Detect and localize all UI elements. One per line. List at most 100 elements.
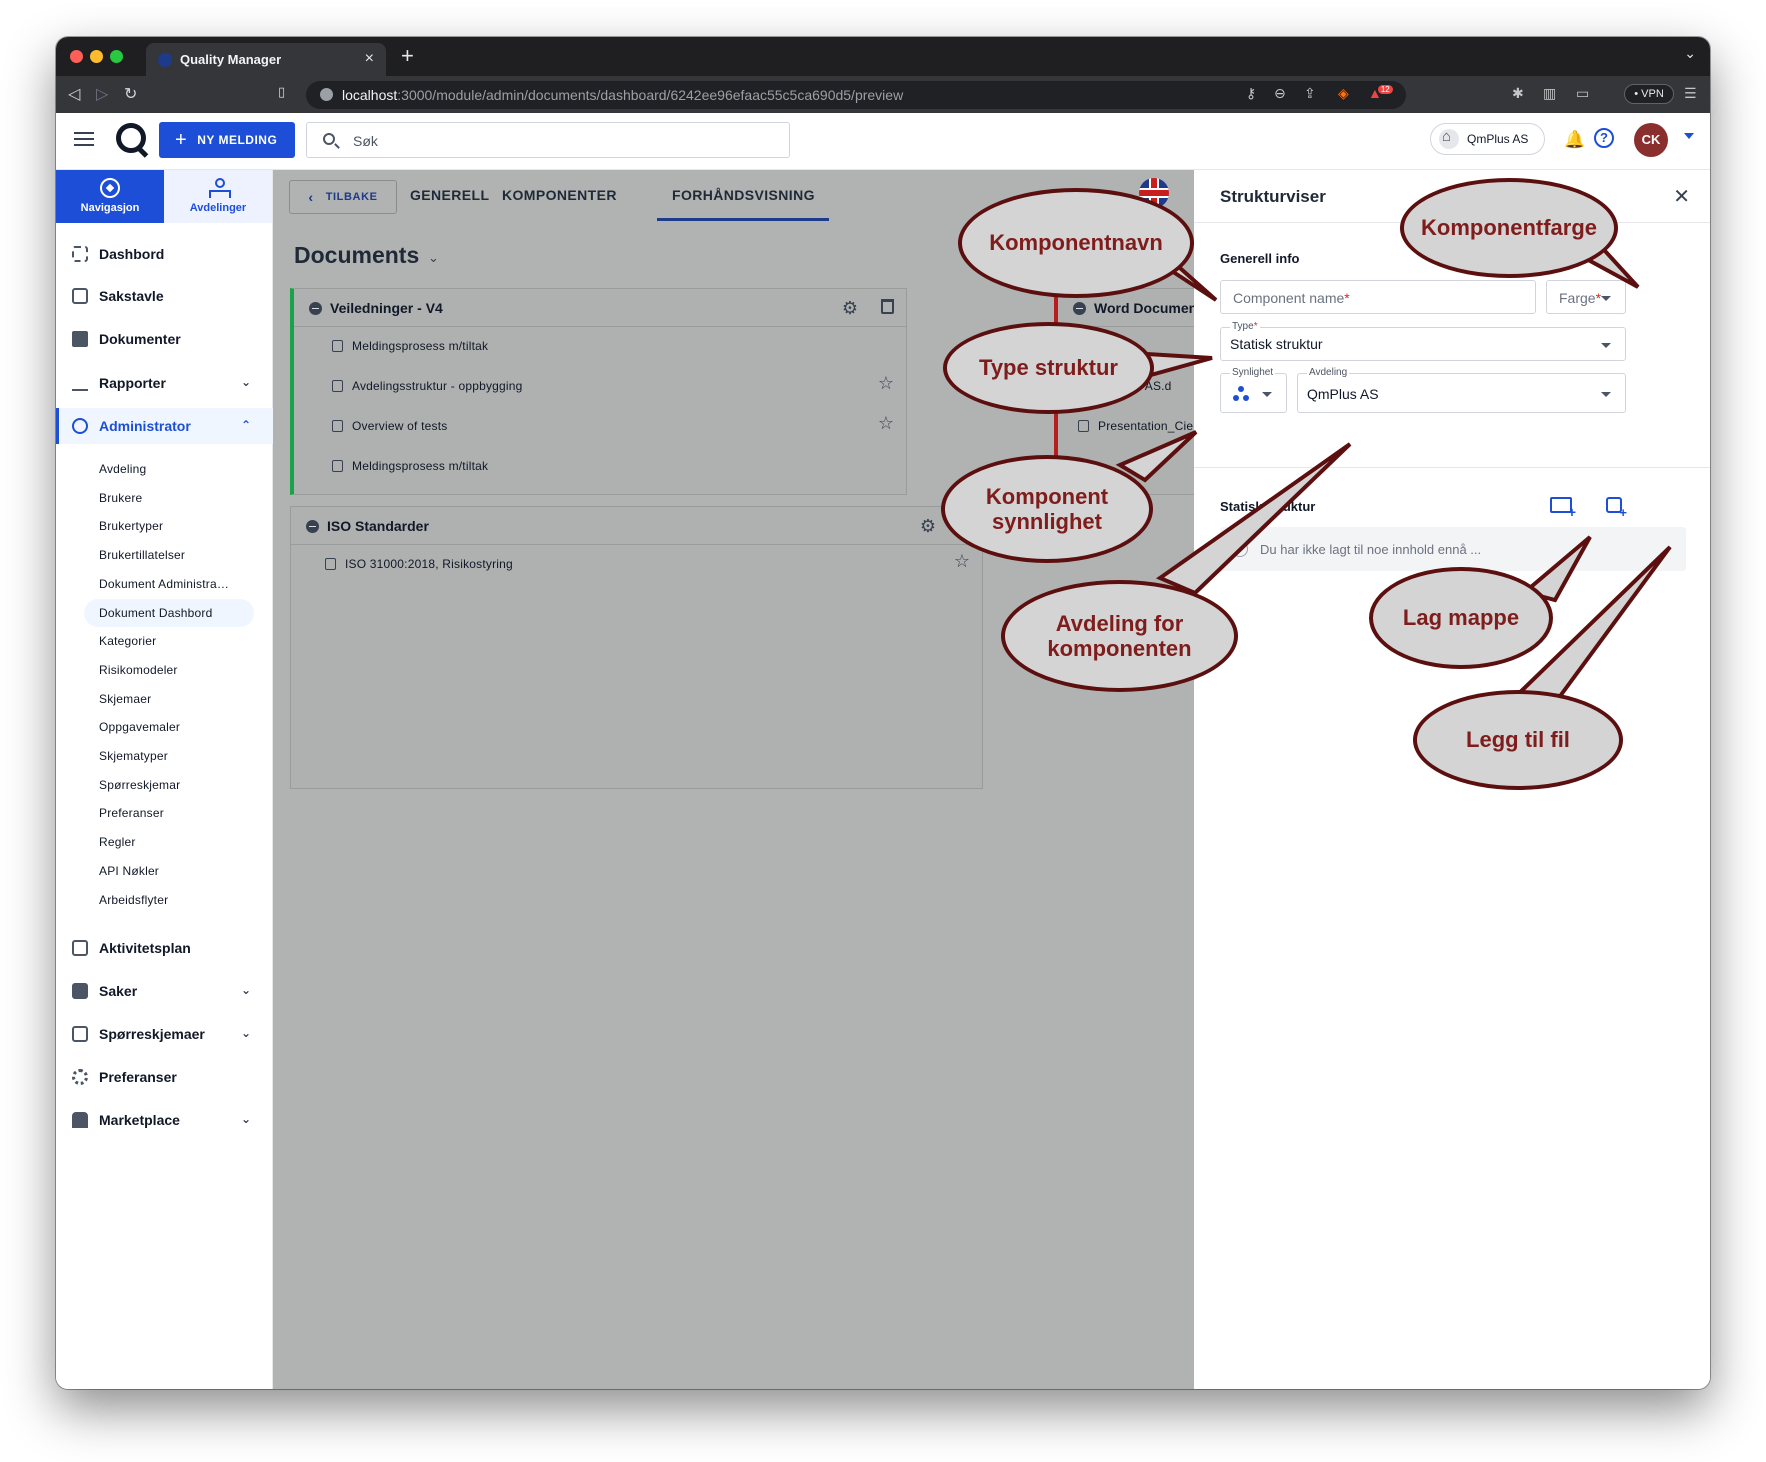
sidebar-subitem[interactable]: Brukertyper bbox=[99, 519, 164, 534]
sidebar-subitem[interactable]: Skjematyper bbox=[99, 749, 168, 763]
gear-icon[interactable]: ⚙ bbox=[841, 298, 858, 318]
list-item[interactable]: Meldingsprosess m/tiltak bbox=[332, 459, 488, 473]
chevron-down-icon[interactable]: ⌄ bbox=[428, 250, 439, 265]
collapse-icon[interactable] bbox=[309, 302, 322, 315]
search-input[interactable]: Søk bbox=[306, 122, 790, 158]
back-arrow-icon[interactable]: ◁ bbox=[68, 86, 81, 103]
sidebar-subitem[interactable]: Dokument Dashbord bbox=[84, 598, 254, 627]
sidebar-subitem[interactable]: Brukere bbox=[99, 490, 143, 505]
sidebar-item-saker[interactable]: Saker ⌄ bbox=[56, 973, 273, 1009]
bell-icon[interactable]: 🔔 bbox=[1564, 130, 1586, 149]
rewards-icon[interactable]: ▲12 bbox=[1368, 85, 1397, 101]
back-button[interactable]: ‹ TILBAKE bbox=[289, 180, 397, 214]
board-icon bbox=[72, 288, 88, 304]
sidebar: Navigasjon Avdelinger Dashbord Sakstavle… bbox=[56, 170, 328, 1389]
sidebar-subitem[interactable]: Skjemaer bbox=[99, 691, 152, 706]
list-item[interactable]: Presentation_Cie bbox=[1078, 419, 1193, 433]
tab-avdelinger[interactable]: Avdelinger bbox=[164, 170, 272, 223]
sidebar-subitem[interactable]: Avdeling bbox=[99, 462, 147, 476]
avatar[interactable]: CK bbox=[1634, 123, 1668, 157]
sidebar-item-dashbord[interactable]: Dashbord bbox=[56, 236, 273, 272]
tab-generell[interactable]: GENERELL bbox=[410, 187, 490, 203]
reload-icon[interactable]: ↻ bbox=[124, 86, 138, 103]
sidebar-item-label: Dashbord bbox=[99, 246, 165, 262]
help-icon[interactable]: ? bbox=[1594, 128, 1614, 148]
collapse-icon[interactable] bbox=[1073, 302, 1086, 315]
sidebar-item-aktivitetsplan[interactable]: Aktivitetsplan bbox=[56, 930, 273, 966]
browser-tab[interactable]: Quality Manager × bbox=[146, 43, 386, 76]
document-icon bbox=[1078, 420, 1089, 432]
sidebar-subitem[interactable]: Brukertillatelser bbox=[99, 548, 186, 563]
chevron-down-icon[interactable]: ⌄ bbox=[240, 1112, 251, 1126]
list-item[interactable]: Avdelingsstruktur - oppbygging bbox=[332, 379, 523, 393]
sidebar-subitem[interactable]: Oppgavemaler bbox=[99, 720, 181, 735]
star-icon[interactable]: ☆ bbox=[953, 551, 970, 571]
list-item[interactable]: Overview of tests bbox=[332, 419, 447, 433]
site-info-icon[interactable] bbox=[320, 88, 333, 101]
trash-icon[interactable] bbox=[881, 299, 894, 314]
document-icon bbox=[332, 420, 343, 432]
close-window-button[interactable] bbox=[70, 50, 83, 63]
brave-shield-icon[interactable]: ◈ bbox=[1338, 85, 1349, 101]
sidebar-item-administrator[interactable]: Administrator ⌃ bbox=[56, 408, 273, 444]
sidebar-subitem[interactable]: Arbeidsflyter bbox=[99, 892, 169, 907]
zoom-icon[interactable]: ⊖ bbox=[1274, 85, 1286, 101]
bookmark-icon[interactable]: ▯ bbox=[278, 84, 286, 99]
department-select[interactable]: Avdeling QmPlus AS bbox=[1297, 367, 1626, 413]
maximize-window-button[interactable] bbox=[110, 50, 123, 63]
chevron-down-icon[interactable]: ⌄ bbox=[240, 1026, 251, 1040]
star-icon[interactable]: ☆ bbox=[877, 373, 894, 393]
organization-selector[interactable]: QmPlus AS bbox=[1430, 123, 1545, 155]
sidebar-subitem[interactable]: Risikomodeler bbox=[99, 662, 178, 677]
sidebar-item-label: Dokumenter bbox=[99, 331, 181, 347]
sidebar-subitem[interactable]: API Nøkler bbox=[99, 863, 160, 878]
forward-arrow-icon[interactable]: ▷ bbox=[96, 86, 109, 103]
sidebar-subitem[interactable]: Preferanser bbox=[99, 806, 164, 821]
hamburger-menu-icon[interactable] bbox=[74, 132, 94, 146]
extensions-icon[interactable]: ✱ bbox=[1512, 85, 1524, 101]
type-select[interactable]: Type* Statisk struktur bbox=[1220, 321, 1626, 361]
sidebar-subitem[interactable]: Dokument Administra… bbox=[99, 576, 230, 591]
sidebar-item-rapporter[interactable]: Rapporter ⌄ bbox=[56, 365, 273, 401]
gear-icon[interactable]: ⚙ bbox=[919, 516, 936, 536]
vpn-button[interactable]: • VPN bbox=[1624, 84, 1674, 104]
sidebar-item-sakstavle[interactable]: Sakstavle bbox=[56, 278, 273, 314]
color-select[interactable]: Farge* bbox=[1546, 280, 1626, 314]
collapse-icon[interactable] bbox=[306, 520, 319, 533]
sidebar-item-label: Preferanser bbox=[99, 1069, 177, 1085]
minimize-window-button[interactable] bbox=[90, 50, 103, 63]
sidebar-item-marketplace[interactable]: Marketplace ⌄ bbox=[56, 1102, 273, 1138]
chevron-down-icon[interactable]: ⌄ bbox=[240, 375, 251, 389]
create-folder-icon[interactable] bbox=[1550, 497, 1576, 520]
sidebar-toggle-icon[interactable]: ▥ bbox=[1543, 85, 1557, 101]
tab-navigasjon[interactable]: Navigasjon bbox=[56, 170, 164, 223]
chevron-down-icon[interactable]: ⌄ bbox=[240, 983, 251, 997]
sidebar-subitem[interactable]: Regler bbox=[99, 835, 136, 850]
tab-close-icon[interactable]: × bbox=[364, 50, 374, 67]
list-item[interactable]: Meldingsprosess m/tiltak bbox=[332, 339, 488, 353]
url-field[interactable]: localhost:3000/module/admin/documents/da… bbox=[306, 81, 1406, 109]
sidebar-item-sporreskjemaer[interactable]: Spørreskjemaer ⌄ bbox=[56, 1016, 273, 1052]
sidebar-item-dokumenter[interactable]: Dokumenter bbox=[56, 321, 273, 357]
tab-forhandsvisning[interactable]: FORHÅNDSVISNING bbox=[672, 187, 815, 203]
list-item[interactable]: ISO 31000:2018, Risikostyring bbox=[325, 557, 513, 571]
sidebar-subitem[interactable]: Kategorier bbox=[99, 634, 157, 649]
new-message-button[interactable]: + NY MELDING bbox=[159, 122, 295, 158]
new-tab-button[interactable]: + bbox=[401, 43, 414, 68]
tab-komponenter[interactable]: KOMPONENTER bbox=[502, 187, 617, 203]
add-file-icon[interactable] bbox=[1606, 497, 1627, 520]
menu-icon[interactable]: ☰ bbox=[1684, 85, 1697, 101]
sidebar-subitem[interactable]: Spørreskjemar bbox=[99, 777, 181, 792]
close-icon[interactable]: ✕ bbox=[1673, 186, 1690, 208]
sidebar-item-preferanser[interactable]: Preferanser bbox=[56, 1059, 273, 1095]
share-icon[interactable]: ⇪ bbox=[1304, 85, 1316, 101]
qmplus-logo[interactable] bbox=[116, 123, 146, 153]
account-caret-icon[interactable] bbox=[1684, 133, 1694, 139]
key-icon[interactable]: ⚷ bbox=[1246, 85, 1257, 101]
visibility-select[interactable]: Synlighet bbox=[1220, 367, 1287, 413]
star-icon[interactable]: ☆ bbox=[877, 413, 894, 433]
wallet-icon[interactable]: ▭ bbox=[1576, 85, 1590, 101]
component-name-field[interactable]: Component name* bbox=[1220, 280, 1536, 314]
chevron-up-icon[interactable]: ⌃ bbox=[240, 418, 251, 432]
tab-list-chevron-icon[interactable]: ⌄ bbox=[1684, 45, 1696, 61]
